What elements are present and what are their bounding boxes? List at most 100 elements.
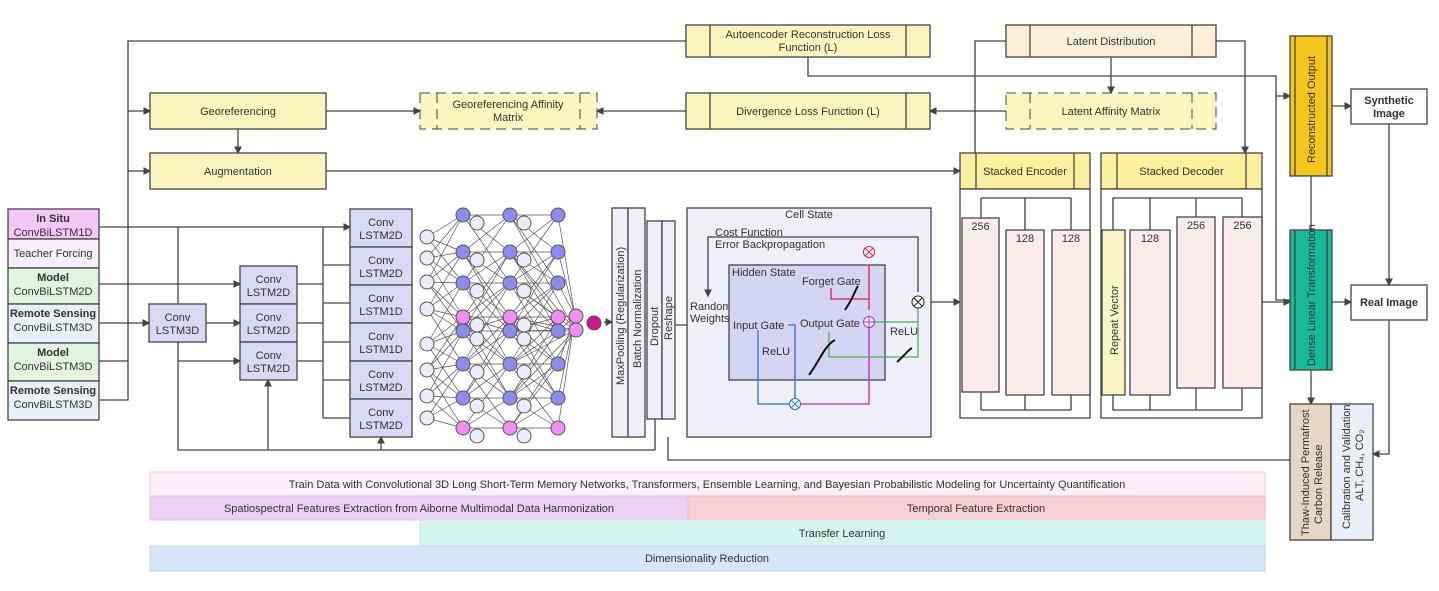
thaw-carbon-box: Thaw-Induced Permafrost Carbon Release [1289, 403, 1332, 541]
input-gate-label: Input Gate [733, 320, 784, 332]
synthetic-image-box[interactable]: Synthetic Image [1350, 88, 1428, 125]
decoder-layer [1129, 229, 1171, 396]
conv-label-line1: Conv [368, 293, 394, 305]
nn-input-node [419, 301, 435, 317]
stacked-decoder-title: Stacked Decoder [1139, 166, 1224, 178]
nn-input-node [419, 250, 435, 266]
real-image-box[interactable]: Real Image [1350, 284, 1428, 321]
georef-affinity-line2: Matrix [493, 112, 523, 124]
encoder-layer-units: 128 [1062, 233, 1080, 245]
nn-hidden-node [516, 398, 532, 414]
dimred-band [149, 545, 1266, 572]
encoder-layer-units: 128 [1016, 233, 1034, 245]
calibration-line1: Calibration and Validation [1341, 404, 1353, 529]
output-gate-label: Output Gate [800, 318, 860, 330]
nn-hidden-node [516, 283, 532, 299]
temporal-band [687, 495, 1266, 521]
conv-label-line1: Conv [256, 274, 282, 286]
input-subtitle: ConvBiLSTM1D [14, 227, 93, 239]
nn-hidden-node [455, 275, 471, 291]
cell-state-title: Cell State [785, 209, 833, 221]
real-image-label: Real Image [1360, 297, 1418, 309]
encoder-layer [961, 217, 1000, 393]
calibration-box: Calibration and Validation ALT, CH₄, CO₂ [1330, 403, 1374, 541]
nn-hidden-node [469, 428, 485, 444]
conv-label-line1: Conv [256, 350, 282, 362]
decoder-layer-units: 128 [1141, 233, 1159, 245]
conv-label-line1: Conv [368, 255, 394, 267]
nn-hidden-node [469, 283, 485, 299]
nn-hidden-node [516, 252, 532, 268]
nn-hidden-node [516, 215, 532, 231]
latent-distribution-label: Latent Distribution [1067, 36, 1156, 48]
nn-input-node [419, 362, 435, 378]
spatio-label: Spatiospectral Features Extraction from … [224, 503, 614, 515]
nn-final-node [586, 315, 602, 331]
nn-hidden-node [455, 309, 471, 325]
nn-hidden-node [550, 420, 566, 436]
dense-linear-label: Dense Linear Transformation [1306, 224, 1318, 366]
input-subtitle: ConvBiLSTM2D [14, 286, 93, 298]
nn-hidden-node [516, 428, 532, 444]
nn-hidden-node [550, 390, 566, 406]
stacked-encoder-title: Stacked Encoder [983, 166, 1067, 178]
input-subtitle: ConvBiLSTM3D [14, 322, 93, 334]
autoencoder-loss-line1: Autoencoder Reconstruction Loss [725, 29, 891, 41]
nn-input-node [419, 274, 435, 290]
cost-function-label: Cost Function [715, 227, 783, 239]
encoder-layer-units: 256 [971, 221, 989, 233]
input-title: Model [37, 272, 69, 284]
forget-multiply-icon [863, 246, 875, 258]
stacked-decoder: Stacked Decoder [1100, 152, 1263, 190]
nn-hidden-node [502, 420, 518, 436]
divergence-loss-label: Divergence Loss Function (L) [736, 106, 880, 118]
conv-blocks: ConvLSTM3DConvLSTM2DConvLSTM2DConvLSTM2D… [148, 208, 413, 438]
conv-label-line1: Conv [368, 369, 394, 381]
maxpooling-label: MaxPooling (Regularization) [615, 247, 627, 385]
regularization-layers: MaxPooling (Regularization) Batch Normal… [611, 207, 676, 438]
conv-label-line2: LSTM1D [359, 306, 402, 318]
synthetic-image-line2: Image [1373, 108, 1405, 120]
dropout-label: Dropout [649, 307, 661, 346]
forget-gate-label: Forget Gate [802, 276, 861, 288]
conv-label-line2: LSTM3D [156, 325, 199, 337]
georeferencing-box: Georeferencing [149, 92, 327, 130]
nn-hidden-node [550, 275, 566, 291]
nn-hidden-node [455, 356, 471, 372]
nn-hidden-node [455, 390, 471, 406]
conv-label-line2: LSTM2D [247, 325, 290, 337]
train-band [149, 471, 1266, 497]
conv-label-line1: Conv [368, 217, 394, 229]
nn-input-node [419, 229, 435, 245]
decoder-layer [1222, 216, 1263, 389]
reconstructed-output-box: Reconstructed Output [1289, 35, 1333, 177]
reshape-label: Reshape [663, 296, 675, 340]
conv-label-line2: LSTM2D [359, 268, 402, 280]
spatio-band [149, 495, 689, 521]
dense-linear-box: Dense Linear Transformation [1289, 224, 1333, 371]
random-weights-line1: Random [690, 301, 732, 313]
nn-hidden-node [502, 390, 518, 406]
conv-label-line2: LSTM2D [359, 420, 402, 432]
georef-affinity-line1: Georeferencing Affinity [452, 99, 564, 111]
conv-label-line2: LSTM2D [359, 382, 402, 394]
nn-hidden-node [516, 317, 532, 333]
hidden-state-label: Hidden State [732, 267, 796, 279]
nn-hidden-node [502, 309, 518, 325]
input-title: Model [37, 347, 69, 359]
latent-distribution-box: Latent Distribution [1005, 24, 1217, 58]
input-multiply-icon [789, 398, 801, 410]
augmentation-label: Augmentation [204, 166, 272, 178]
conv-label-line2: LSTM2D [247, 287, 290, 299]
